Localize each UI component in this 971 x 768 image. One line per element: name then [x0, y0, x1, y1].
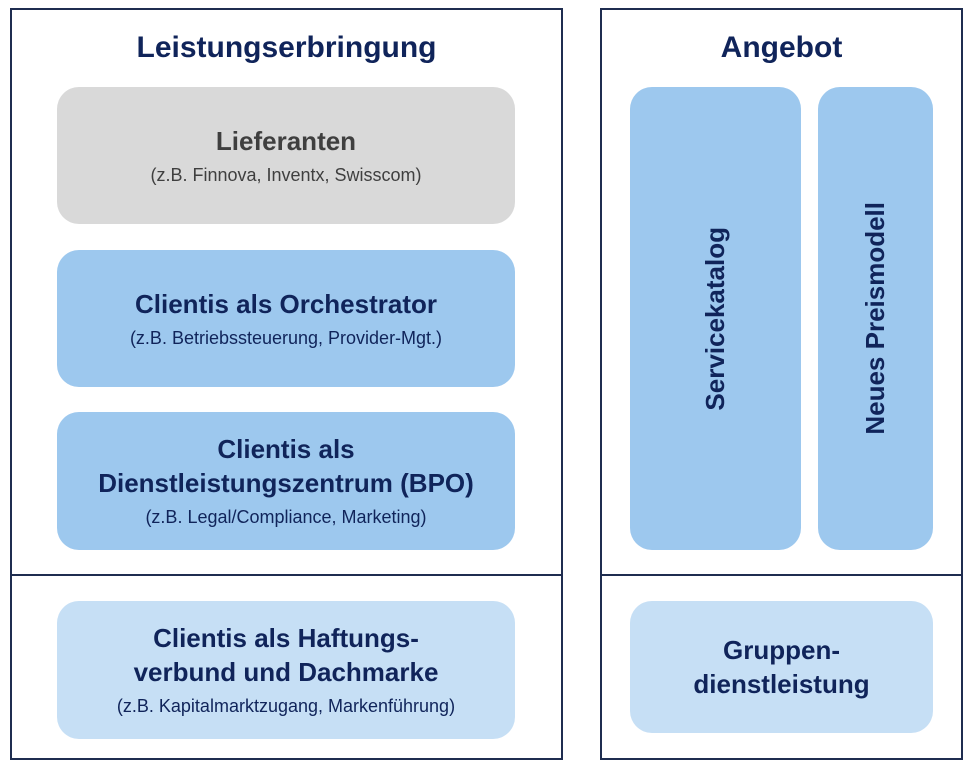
- right-panel-heading: Angebot: [720, 31, 843, 64]
- right-panel-divider: [600, 574, 963, 576]
- orchestrator-title: Clientis als Orchestrator: [135, 288, 437, 319]
- service-center-subtitle: (z.B. Legal/Compliance, Marketing): [145, 507, 427, 527]
- orchestrator-box: Clientis als Orchestrator (z.B. Betriebs…: [57, 250, 515, 387]
- left-panel-divider: [10, 574, 563, 576]
- service-center-box: Clientis als Dienstleistungszentrum (BPO…: [57, 412, 515, 550]
- pricing-model-label: Neues Preismodell: [860, 202, 890, 435]
- pricing-model-box: Neues Preismodell: [818, 87, 933, 550]
- service-center-title-line1: Clientis als: [217, 434, 355, 464]
- suppliers-box: Lieferanten (z.B. Finnova, Inventx, Swis…: [57, 87, 515, 224]
- liability-title-line1: Clientis als Haftungs-: [153, 623, 419, 653]
- service-center-title-line2: Dienstleistungszentrum (BPO): [98, 468, 474, 498]
- suppliers-title: Lieferanten: [215, 125, 357, 156]
- liability-title-line2: verbund und Dachmarke: [133, 657, 439, 687]
- liability-box: Clientis als Haftungs- verbund und Dachm…: [57, 601, 515, 739]
- left-panel-heading: Leistungserbringung: [136, 31, 437, 64]
- liability-subtitle: (z.B. Kapitalmarktzugang, Markenführung): [116, 696, 456, 716]
- orchestrator-subtitle: (z.B. Betriebssteuerung, Provider-Mgt.): [129, 327, 443, 348]
- group-service-line1: Gruppen-: [723, 635, 840, 665]
- service-catalog-label: Servicekatalog: [700, 226, 730, 411]
- group-service-line2: dienstleistung: [693, 669, 870, 699]
- group-service-box: Gruppen- dienstleistung: [630, 601, 933, 733]
- suppliers-subtitle: (z.B. Finnova, Inventx, Swisscom): [150, 164, 422, 185]
- service-catalog-box: Servicekatalog: [630, 87, 801, 550]
